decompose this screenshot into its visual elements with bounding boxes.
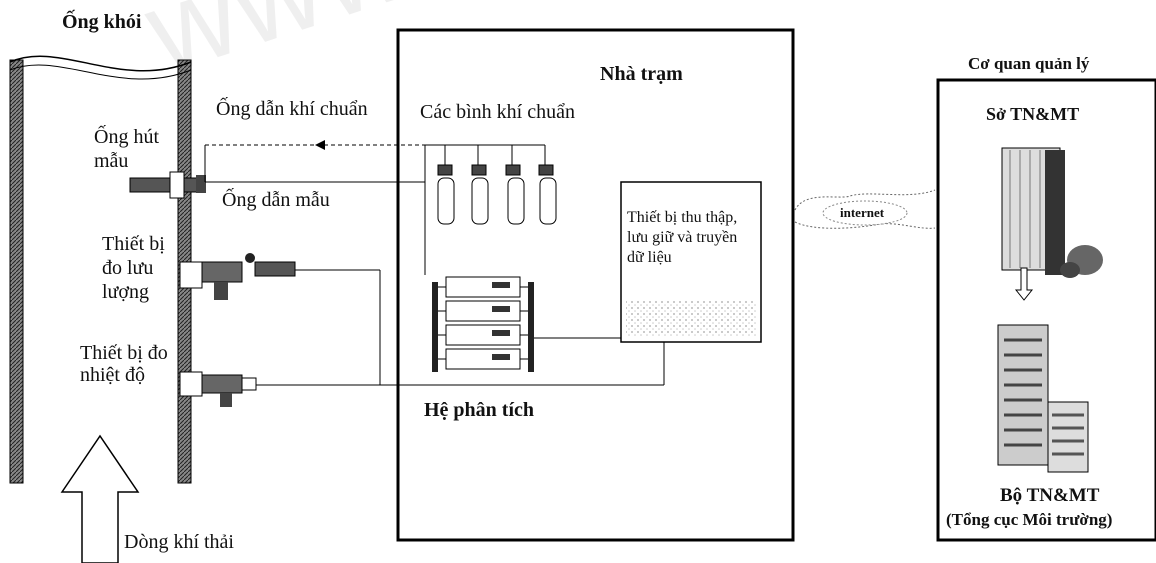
label-dept: Sở TN&MT [986, 104, 1080, 124]
station-title: Nhà trạm [600, 63, 683, 85]
stack-title: Ống khói [62, 11, 142, 33]
label-exhaust-flow: Dòng khí thải [124, 531, 234, 553]
sample-line [205, 145, 426, 275]
label-flow-meter: Thiết bị đo lưu lượng [102, 233, 165, 303]
ministry-building-image [997, 324, 1089, 473]
gas-cylinders [425, 144, 557, 225]
label-analyzer: Hệ phân tích [424, 399, 535, 421]
label-sample-line: Ống dẫn mẫu [222, 189, 330, 211]
analyzer-rack [432, 276, 548, 372]
dept-building-image [1001, 147, 1103, 278]
flow-arrow [60, 434, 140, 563]
data-logger-box [620, 181, 762, 343]
label-data-logger: Thiết bị thu thập, lưu giữ và truyền dữ … [627, 209, 738, 266]
label-gas-cylinders: Các bình khí chuẩn [420, 101, 575, 123]
label-ministry-sub: (Tổng cục Môi trường) [946, 510, 1113, 529]
station-box [396, 28, 795, 542]
label-internet: internet [840, 205, 885, 220]
label-ministry: Bộ TN&MT [1000, 485, 1100, 506]
signal-lines [256, 269, 665, 386]
temperature-device [179, 371, 257, 407]
label-calibration-gas-line: Ống dẫn khí chuẩn [216, 98, 368, 120]
label-temperature-meter: Thiết bị đo nhiệt độ [80, 342, 168, 386]
label-sampling-probe: Ống hút mẫu [94, 126, 159, 172]
authority-title: Cơ quan quản lý [968, 54, 1090, 73]
calibration-gas-line [204, 140, 425, 182]
authority-box [936, 78, 1156, 542]
sampling-probe [129, 171, 206, 199]
down-arrow [1014, 267, 1034, 301]
flow-meter-device [179, 253, 296, 300]
internet-link [794, 189, 936, 229]
